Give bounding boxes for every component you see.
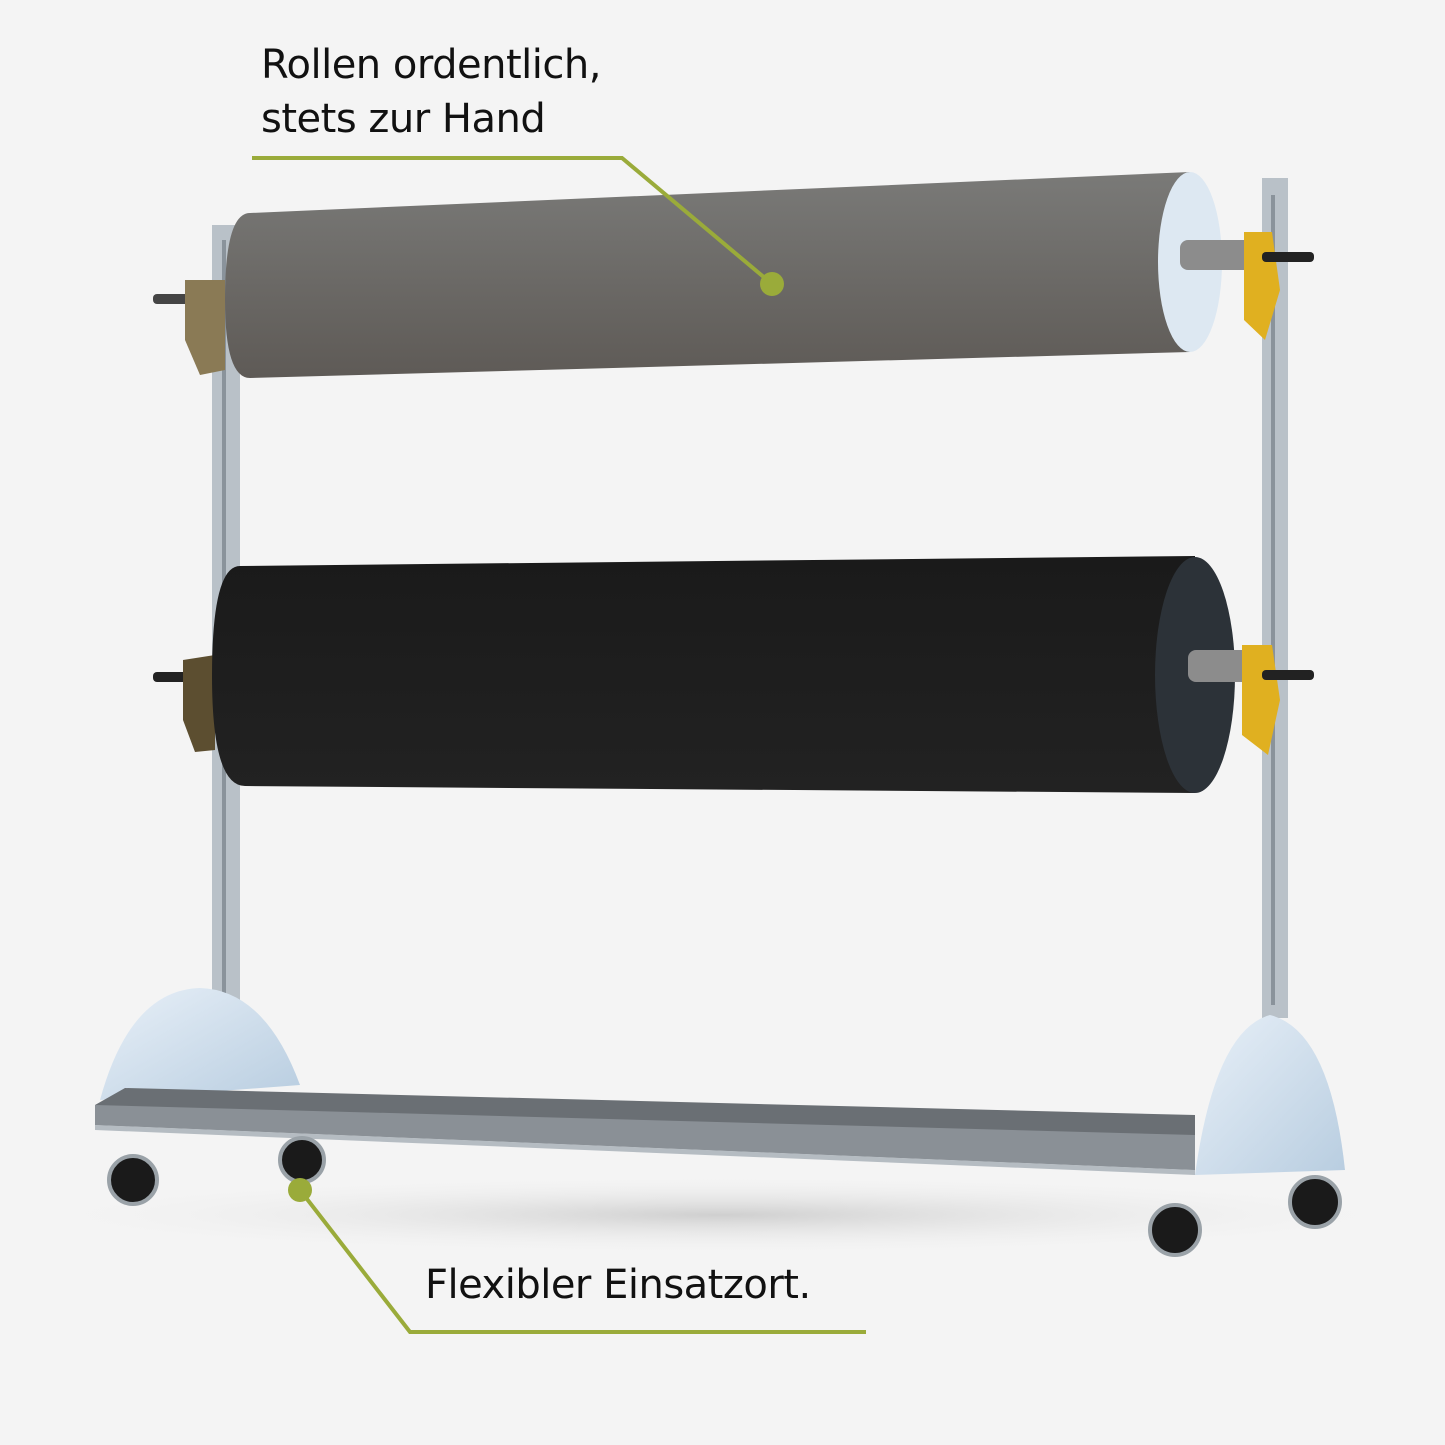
left-bracket-top (153, 280, 225, 375)
callout-bottom-line (288, 1178, 866, 1334)
top-roll (225, 172, 1260, 378)
callout-bottom-text: Flexibler Einsatzort. (425, 1262, 811, 1308)
right-foot (1195, 1015, 1345, 1175)
right-bracket-bottom (1242, 645, 1314, 755)
left-bracket-bottom (153, 655, 215, 752)
callout-top-line (252, 156, 784, 296)
caster-wheels (107, 1136, 1342, 1257)
left-foot (100, 988, 300, 1100)
callout-top-line2: stets zur Hand (261, 96, 546, 142)
right-bracket-top (1244, 232, 1314, 340)
callout-top-text: Rollen ordentlich, stets zur Hand (261, 38, 601, 146)
floor-shadow (0, 1175, 1440, 1255)
base-tray (95, 1088, 1195, 1175)
bottom-roll (212, 556, 1260, 793)
callout-top-line1: Rollen ordentlich, (261, 42, 601, 88)
